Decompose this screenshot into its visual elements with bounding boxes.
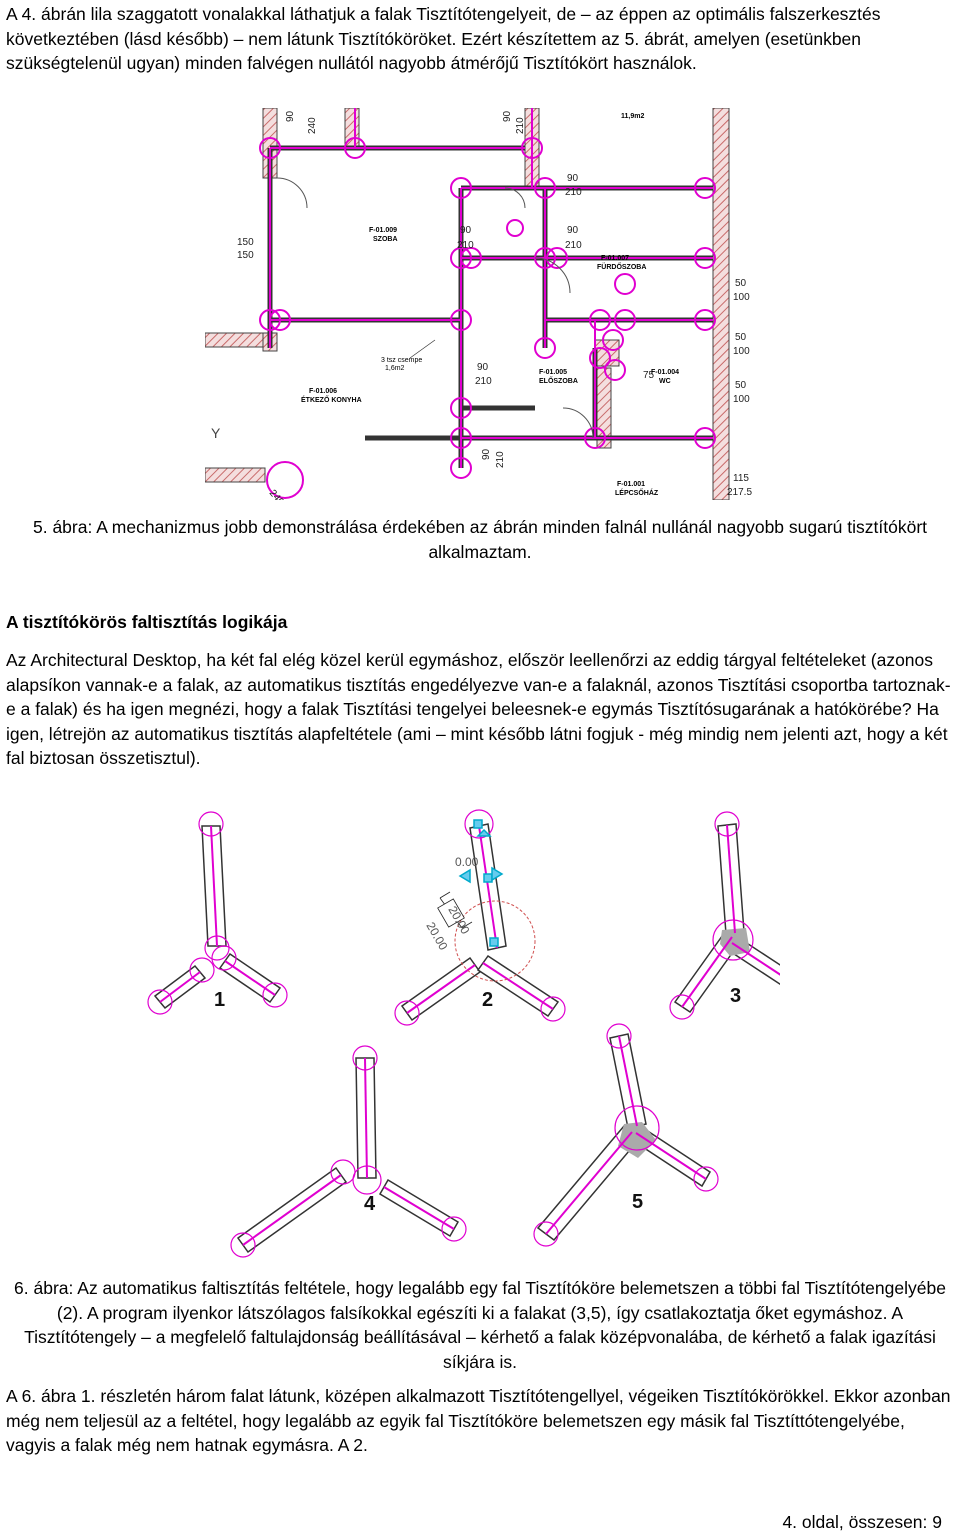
svg-text:90: 90 bbox=[285, 110, 296, 122]
svg-text:210: 210 bbox=[495, 451, 506, 468]
svg-text:75: 75 bbox=[643, 370, 655, 381]
panel-number-4: 4 bbox=[364, 1193, 376, 1215]
svg-text:ÉTKEZŐ KONYHA: ÉTKEZŐ KONYHA bbox=[301, 395, 362, 404]
svg-text:Y: Y bbox=[211, 425, 221, 441]
svg-text:217.5: 217.5 bbox=[727, 487, 752, 498]
annotation-2: 20.00 bbox=[423, 920, 450, 953]
svg-text:100: 100 bbox=[733, 292, 750, 303]
svg-text:FÜRDŐSZOBA: FÜRDŐSZOBA bbox=[597, 262, 646, 271]
intro-paragraph: A 4. ábrán lila szaggatott vonalakkal lá… bbox=[6, 4, 881, 73]
panel-number-3: 3 bbox=[730, 985, 741, 1007]
svg-text:150: 150 bbox=[237, 250, 254, 261]
body-paragraph: Az Architectural Desktop, ha két fal elé… bbox=[6, 650, 951, 768]
svg-text:100: 100 bbox=[733, 394, 750, 405]
section-heading: A tisztítókörös faltisztítás logikája bbox=[6, 612, 288, 632]
svg-text:1,6m2: 1,6m2 bbox=[385, 365, 405, 372]
svg-text:F-01.004: F-01.004 bbox=[651, 369, 679, 376]
svg-text:WC: WC bbox=[659, 378, 671, 385]
svg-text:90: 90 bbox=[460, 225, 472, 236]
panel-number-2: 2 bbox=[482, 989, 493, 1011]
svg-text:90: 90 bbox=[567, 173, 579, 184]
svg-text:90: 90 bbox=[477, 362, 489, 373]
svg-text:F-01.006: F-01.006 bbox=[309, 388, 337, 395]
panel-4-walls bbox=[236, 1057, 460, 1254]
svg-text:ELŐSZOBA: ELŐSZOBA bbox=[539, 376, 578, 385]
svg-text:210: 210 bbox=[457, 240, 474, 251]
svg-text:SZOBA: SZOBA bbox=[373, 236, 398, 243]
panel-2-walls bbox=[400, 823, 560, 1022]
cleanup-diagram: 0.00 20.00 20.00 1 2 3 4 5 bbox=[147, 809, 809, 1258]
svg-text:11,9m2: 11,9m2 bbox=[621, 113, 644, 120]
svg-text:F-01.007: F-01.007 bbox=[601, 255, 629, 262]
page-footer: 4. oldal, összesen: 9 bbox=[782, 1512, 942, 1532]
figure-5-caption: 5. ábra: A mechanizmus jobb demonstrálás… bbox=[32, 517, 928, 562]
panel-number-1: 1 bbox=[214, 989, 225, 1011]
panel-number-5: 5 bbox=[632, 1191, 643, 1213]
svg-text:LÉPCSŐHÁZ: LÉPCSŐHÁZ bbox=[615, 488, 659, 497]
panel-1-walls bbox=[153, 825, 282, 1010]
svg-text:150: 150 bbox=[237, 237, 254, 248]
svg-text:F-01.009: F-01.009 bbox=[369, 227, 397, 234]
svg-text:50: 50 bbox=[735, 278, 747, 289]
svg-text:F-01.005: F-01.005 bbox=[539, 369, 567, 376]
svg-text:F-01.001: F-01.001 bbox=[617, 481, 645, 488]
cleanup-diagram-figure: 0.00 20.00 20.00 1 2 3 4 5 bbox=[140, 806, 809, 1268]
svg-text:90: 90 bbox=[502, 110, 513, 122]
svg-text:90: 90 bbox=[481, 448, 492, 460]
svg-text:210: 210 bbox=[515, 117, 526, 134]
svg-text:210: 210 bbox=[565, 187, 582, 198]
figure-6-caption: 6. ábra: Az automatikus faltisztítás fel… bbox=[14, 1278, 946, 1372]
svg-text:90: 90 bbox=[567, 225, 579, 236]
svg-text:50: 50 bbox=[735, 332, 747, 343]
svg-text:3 tsz csempe: 3 tsz csempe bbox=[381, 357, 422, 364]
svg-text:100: 100 bbox=[733, 346, 750, 357]
svg-text:210: 210 bbox=[565, 240, 582, 251]
closing-paragraph: A 6. ábra 1. részletén három falat látun… bbox=[6, 1386, 951, 1455]
panel-3-walls bbox=[673, 823, 802, 1014]
svg-text:240: 240 bbox=[307, 117, 318, 134]
svg-text:50: 50 bbox=[735, 380, 747, 391]
svg-text:210: 210 bbox=[475, 376, 492, 387]
svg-text:115: 115 bbox=[733, 473, 749, 484]
annotation-0: 0.00 bbox=[455, 855, 479, 869]
